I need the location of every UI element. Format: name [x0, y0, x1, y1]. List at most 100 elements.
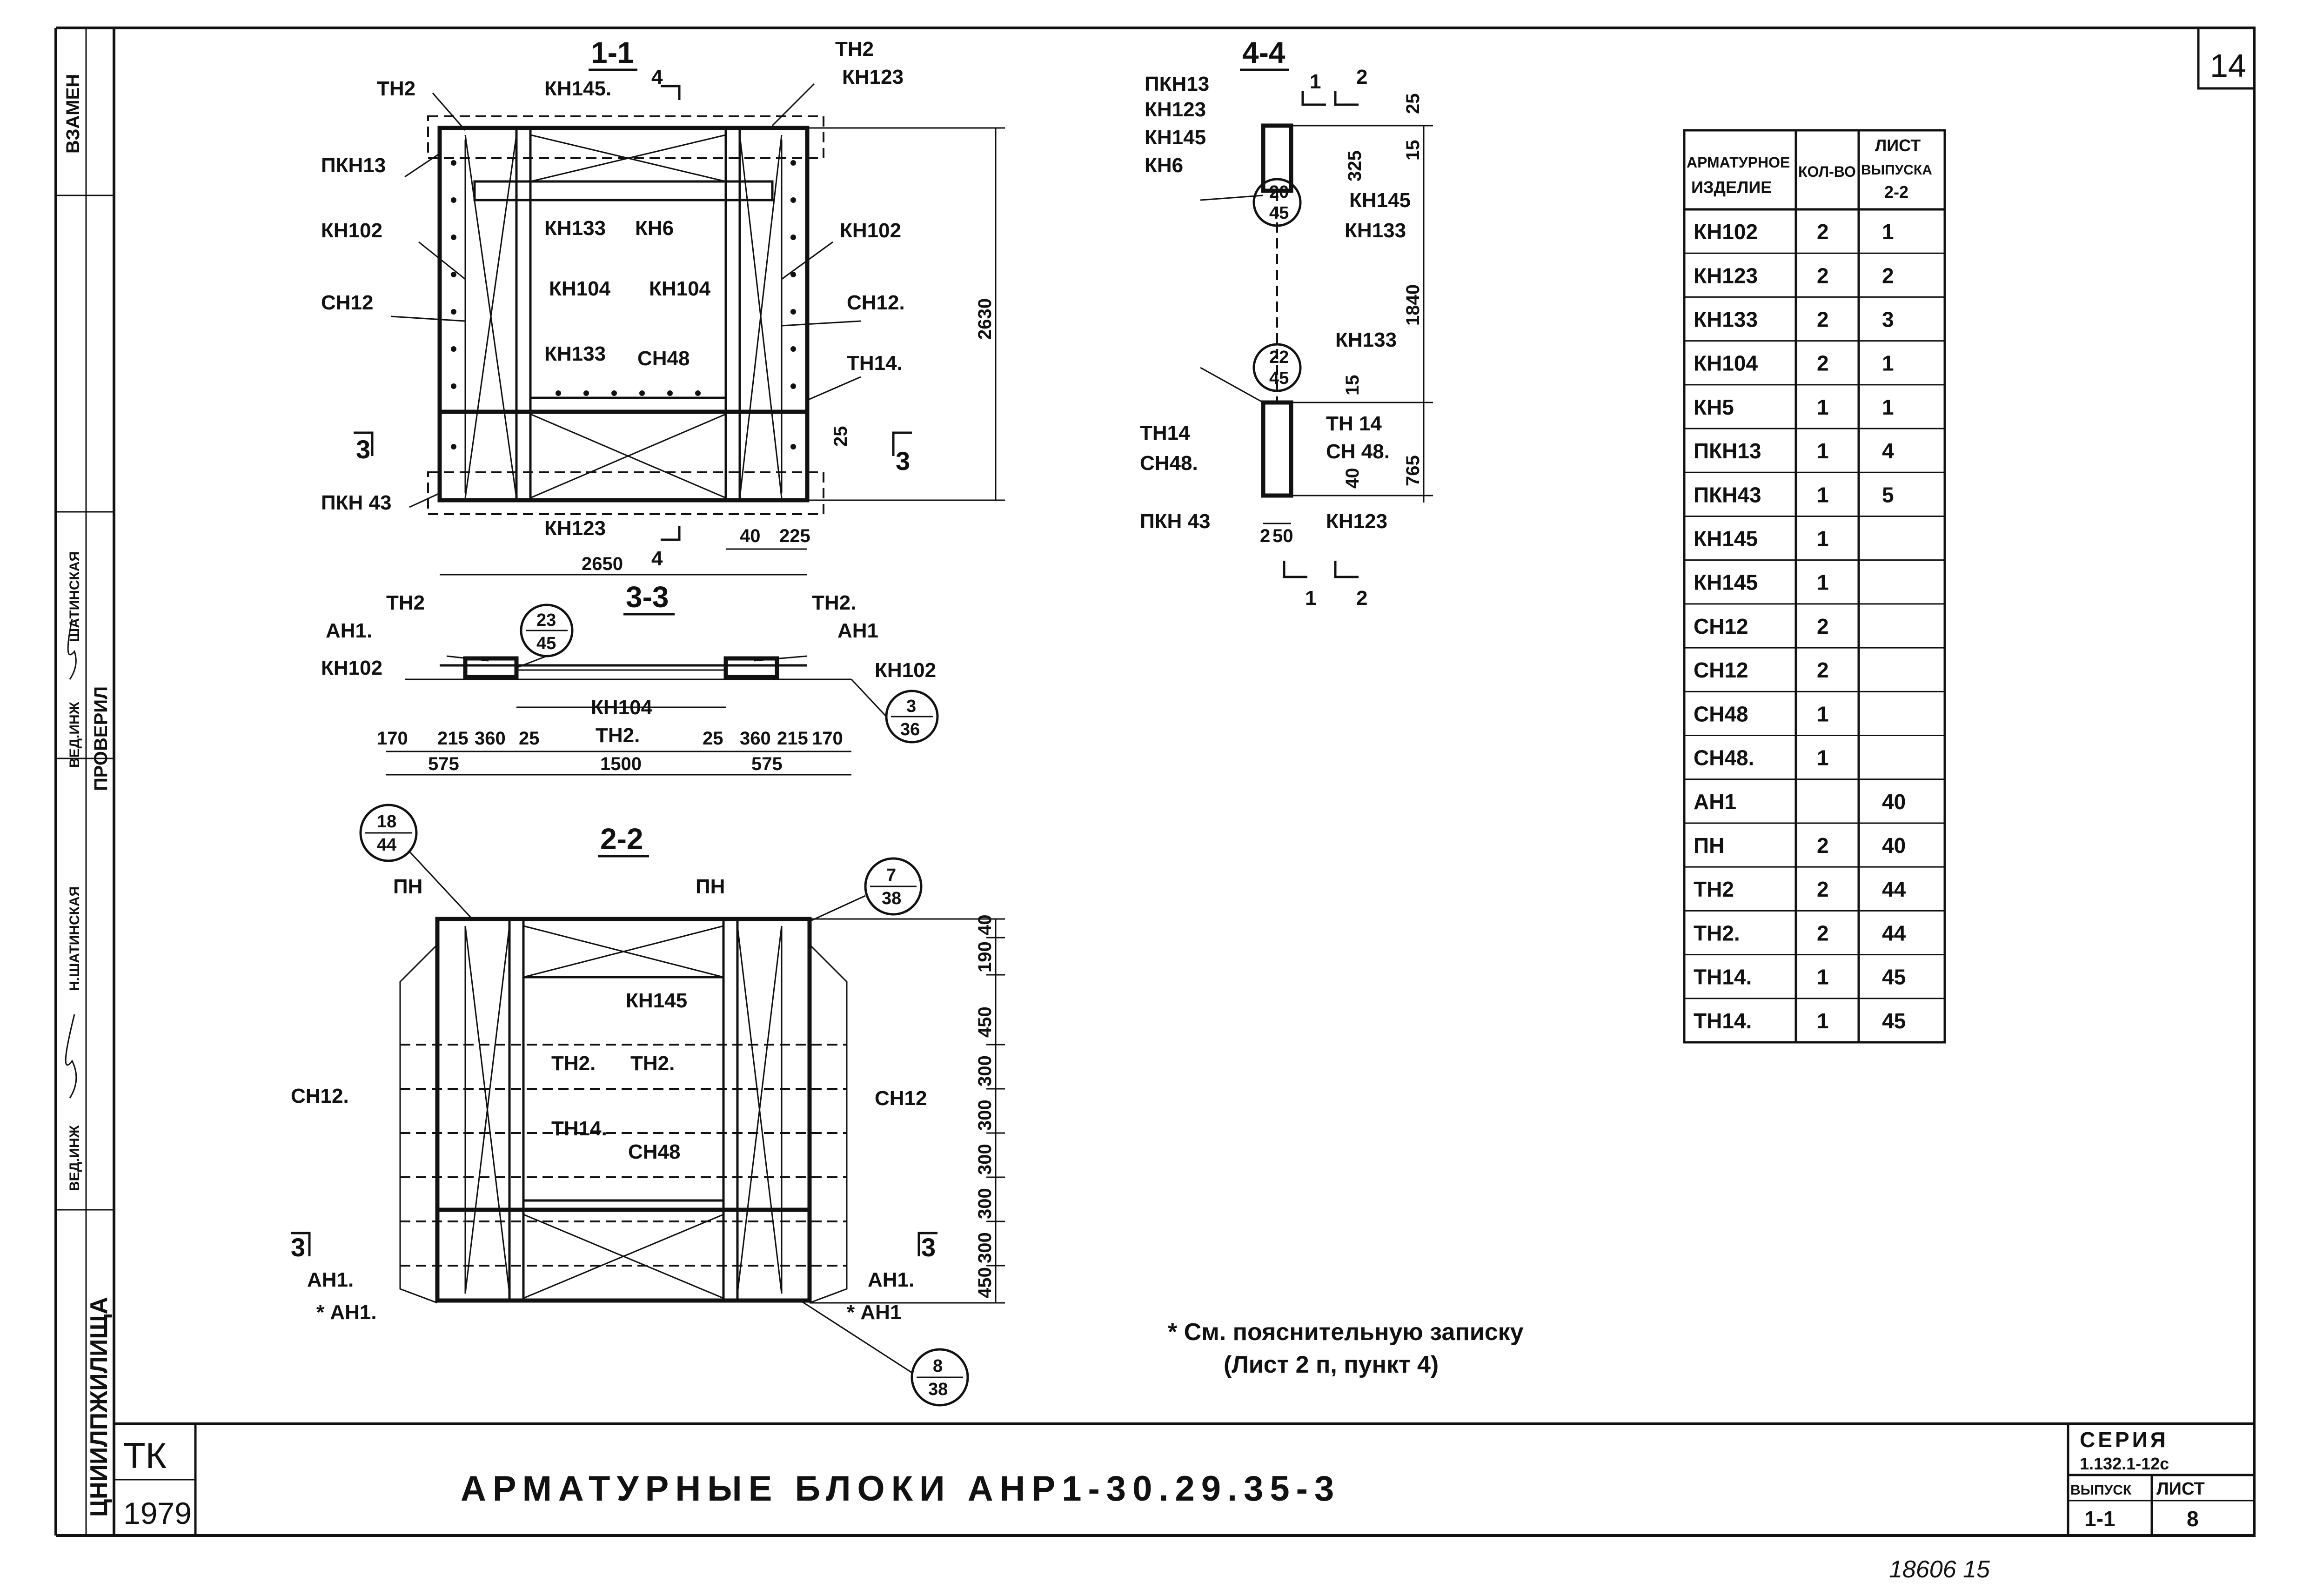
cut-3-left: 3: [356, 435, 370, 464]
cut-1-top-44: 1: [1310, 70, 1321, 93]
dim-300a-22: 300: [975, 1055, 995, 1086]
dim-450b-22: 450: [975, 1267, 995, 1298]
table-cell-sheet: 44: [1882, 921, 1906, 945]
label-th2-a-22: ТН2.: [551, 1052, 596, 1075]
section-title-1-1: 1-1: [591, 36, 634, 69]
cut-3-right: 3: [896, 446, 910, 476]
dim-575-left: 575: [428, 754, 459, 774]
table-cell-qty: 2: [1817, 614, 1829, 638]
sheet-frame: [54, 27, 2256, 1537]
ved-inzh-label-1: ВЕД.ИНЖ: [67, 701, 82, 768]
table-cell-sheet: 45: [1882, 1009, 1906, 1033]
label-pkh13-44: ПКН13: [1145, 73, 1209, 95]
dim-190-22: 190: [975, 941, 995, 972]
label-kh123-right-44: КН123: [1326, 510, 1387, 533]
table-cell-qty: 2: [1817, 263, 1829, 288]
vypusk-value: 1-1: [2084, 1507, 2115, 1531]
label-pkh43: ПКН 43: [321, 491, 391, 514]
label-ch48: СН48: [637, 347, 690, 370]
table-cell-qty: 1: [1817, 439, 1829, 463]
view-2-2-labels: ПН ПН КН145 ТН2. ТН2. ТН14. СН48 СН12. С…: [291, 812, 995, 1399]
cut-3-right-22: 3: [921, 1233, 936, 1262]
dim-300b-22: 300: [975, 1100, 995, 1131]
section-title-2-2: 2-2: [600, 822, 643, 856]
label-ah1-left-22: АН1.: [307, 1268, 354, 1291]
table-cell-sheet: 3: [1882, 307, 1894, 331]
label-kh145-44: КН145: [1145, 126, 1206, 149]
label-th2-left: ТН2: [377, 77, 415, 100]
label-th14: ТН14.: [847, 352, 903, 375]
bubble-22-bottom: 45: [1269, 369, 1289, 388]
table-cell-item: ПКН43: [1694, 483, 1761, 507]
label-th14-right-44: ТН 14: [1326, 412, 1382, 435]
label-ch12-left-22: СН12.: [291, 1085, 349, 1107]
label-kh123-bottom: КН123: [544, 517, 606, 540]
label-kh6-44: КН6: [1145, 154, 1183, 177]
table-cell-item: ТН14.: [1694, 1009, 1752, 1033]
label-kh145: КН145.: [544, 77, 611, 100]
label-kh104-left: КН104: [549, 277, 611, 300]
label-kh133-bottom-44: КН133: [1335, 329, 1397, 351]
table-cell-item: ТН2.: [1694, 921, 1740, 945]
table-cell-item: КН133: [1694, 307, 1758, 331]
table-cell-qty: 1: [1817, 483, 1829, 507]
dim-170-left: 170: [377, 728, 408, 749]
label-th2-mid-33: ТН2.: [596, 724, 640, 747]
label-ch12-left: СН12: [321, 291, 374, 314]
ved-inzh-label-2: ВЕД.ИНЖ: [67, 1125, 82, 1191]
archive-number: 18606 15: [1889, 1556, 1990, 1583]
cut-4-top: 4: [651, 66, 663, 88]
footnote: * См. пояснительную записку (Лист 2 п, п…: [1168, 1319, 1524, 1378]
label-th2-b-22: ТН2.: [630, 1052, 675, 1075]
dim-25-right: 25: [703, 728, 723, 749]
dim-50-44: 50: [1272, 526, 1293, 546]
table-cell-qty: 1: [1817, 965, 1829, 989]
footnote-line-1: * См. пояснительную записку: [1168, 1319, 1524, 1346]
bubble-18-top: 18: [377, 812, 396, 832]
table-cell-sheet: 2: [1882, 263, 1894, 288]
list-label: ЛИСТ: [2156, 1479, 2205, 1499]
table-cell-qty: 2: [1817, 877, 1829, 901]
label-ch48-left-44: СН48.: [1140, 452, 1198, 475]
label-ch12-right: СН12.: [847, 291, 905, 314]
dim-360-right: 360: [740, 728, 771, 749]
table-cell-item: ПКН13: [1694, 439, 1761, 463]
signature-mark-2: [65, 1014, 77, 1099]
label-ah1-right-33: АН1: [837, 619, 878, 642]
dim-300c-22: 300: [975, 1144, 995, 1175]
table-cell-sheet: 44: [1882, 877, 1906, 901]
bubble-18-bottom: 44: [377, 835, 396, 855]
label-kh102-right-33: КН102: [875, 659, 936, 682]
view-1-1-labels: ТН2 ТН2 КН145. КН123 ПКН13 КН102 КН102 К…: [321, 38, 995, 574]
table-cell-qty: 1: [1817, 527, 1829, 551]
table-cell-sheet: 4: [1882, 439, 1894, 463]
view-section-2-2: 2-2: [291, 804, 1005, 1407]
dim-300e-22: 300: [975, 1232, 995, 1263]
label-ch48-right-44: СН 48.: [1326, 440, 1390, 463]
shatinskaya-label-1: ШАТИНСКАЯ: [67, 551, 82, 642]
label-ch48-22: СН48: [628, 1140, 681, 1163]
table-cell-item: КН104: [1694, 351, 1758, 376]
dim-40: 40: [740, 526, 761, 546]
section-title-3-3: 3-3: [626, 580, 669, 614]
table-cell-qty: 1: [1817, 570, 1829, 595]
label-ah1-star-left-22: * АН1.: [316, 1301, 377, 1324]
table-cell-qty: 2: [1817, 921, 1829, 945]
footnote-line-2: (Лист 2 п, пункт 4): [1224, 1351, 1439, 1378]
table-cell-sheet: 45: [1882, 965, 1906, 989]
bubble-23-top: 23: [536, 610, 556, 630]
dim-25: 25: [830, 426, 851, 447]
dim-360-left: 360: [475, 728, 506, 749]
side-strip: ВЗАМЕН ПРОВЕРИЛ ШАТИНСКАЯ ВЕД.ИНЖ Н.ШАТИ…: [63, 74, 113, 1517]
dim-40-44: 40: [1342, 468, 1363, 489]
table-cell-item: КН123: [1694, 263, 1758, 288]
bubble-20-top: 20: [1269, 182, 1289, 202]
view-section-3-3: 3-3: [386, 580, 939, 776]
vzamen-label: ВЗАМЕН: [63, 74, 83, 154]
bubble-8-top: 8: [933, 1356, 943, 1376]
bubble-7-bottom: 38: [882, 889, 901, 908]
table-cell-item: АН1: [1694, 790, 1736, 814]
view-section-4-4: 4-4: [1200, 36, 1433, 578]
label-ah1-left-33: АН1.: [326, 619, 372, 642]
